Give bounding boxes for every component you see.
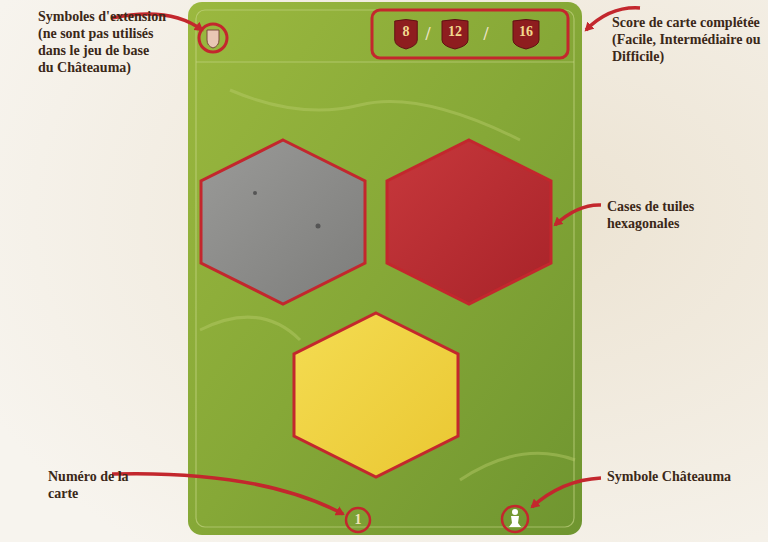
callout-label: Numéro de la carte <box>48 468 158 502</box>
score-value: 12 <box>440 18 470 40</box>
callout-label: Score de carte complétée (Facile, Interm… <box>612 14 766 65</box>
score-separator: / <box>479 24 493 44</box>
score-badge: 16 <box>511 18 541 50</box>
callout-label: Cases de tuiles hexagonales <box>607 198 757 232</box>
callout-label: Symbole Châteauma <box>607 468 757 485</box>
score-badge: 8 <box>393 18 419 50</box>
score-separator: / <box>421 24 435 44</box>
score-value: 8 <box>393 18 419 40</box>
score-badge: 12 <box>440 18 470 50</box>
callout-label: Symboles d'extension (ne sont pas utilis… <box>38 8 166 76</box>
card-number: 1 <box>348 511 368 528</box>
score-value: 16 <box>511 18 541 40</box>
